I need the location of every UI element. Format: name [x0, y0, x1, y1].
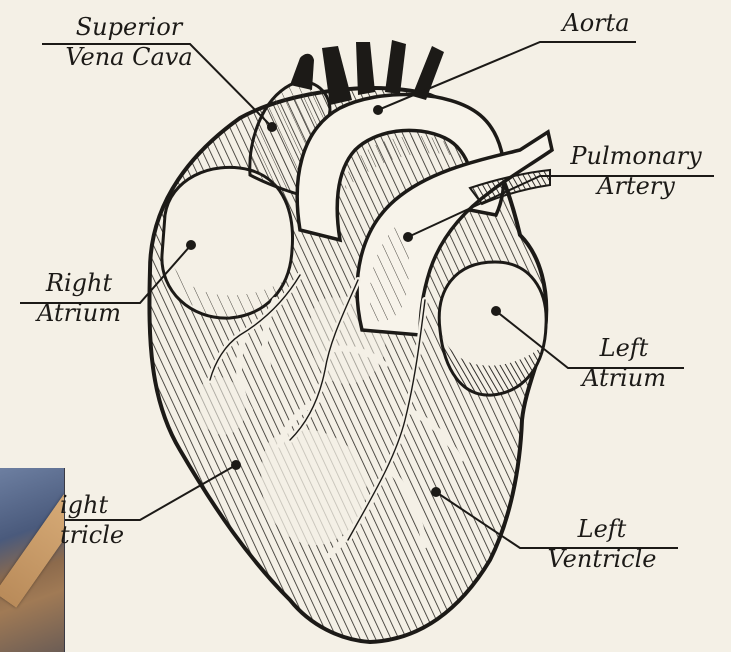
label-left-atrium-line2: Atrium	[568, 363, 680, 393]
photo-fragment	[0, 468, 65, 652]
aortic-branch-3	[385, 40, 406, 94]
label-left-atrium-line1: Left	[568, 333, 680, 363]
label-right-ventricle-line1: ight	[60, 490, 160, 520]
label-right-atrium: Right Atrium	[18, 268, 140, 328]
label-left-ventricle-line1: Left	[532, 514, 672, 544]
aortic-branch-4	[412, 46, 444, 100]
label-superior-vena-cava-line1: Superior	[44, 12, 214, 42]
label-pulmonary-artery: Pulmonary Artery	[548, 141, 724, 201]
label-aorta: Aorta	[546, 8, 646, 38]
label-aorta-text: Aorta	[546, 8, 646, 38]
label-right-ventricle: ight tricle	[60, 490, 160, 550]
label-pulmonary-artery-line2: Artery	[548, 171, 724, 201]
label-left-ventricle-line2: Ventricle	[532, 544, 672, 574]
label-superior-vena-cava-line2: Vena Cava	[44, 42, 214, 72]
label-left-ventricle: Left Ventricle	[532, 514, 672, 574]
aortic-branch-2	[356, 42, 375, 95]
label-right-atrium-line1: Right	[18, 268, 140, 298]
label-superior-vena-cava: Superior Vena Cava	[44, 12, 214, 72]
label-left-atrium: Left Atrium	[568, 333, 680, 393]
label-right-atrium-line2: Atrium	[18, 298, 140, 328]
label-right-ventricle-line2: tricle	[60, 520, 160, 550]
label-pulmonary-artery-line1: Pulmonary	[548, 141, 724, 171]
